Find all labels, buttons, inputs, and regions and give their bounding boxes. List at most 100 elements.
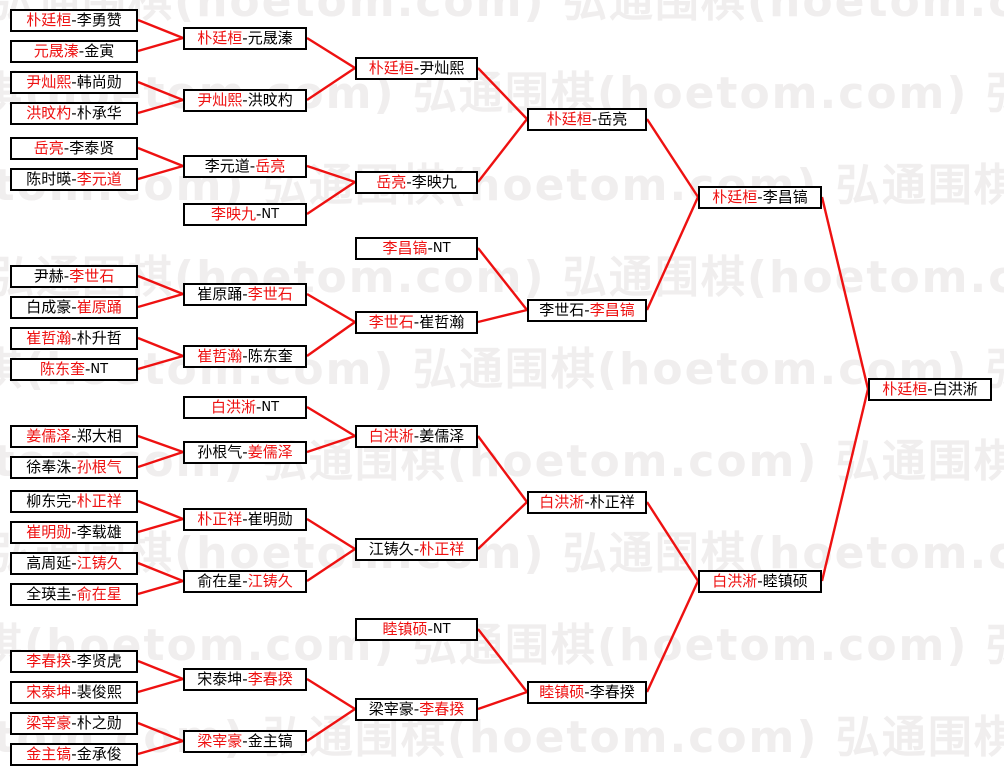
player-loser: NT <box>90 362 109 377</box>
player-loser: 睦镇硕 <box>762 572 808 590</box>
player-winner: 孙根气 <box>76 458 122 476</box>
player-loser: 尹灿熙 <box>419 59 465 77</box>
name-separator: - <box>242 285 248 303</box>
match-box[interactable]: 李映九-NT <box>183 203 307 226</box>
player-winner: 朴正祥 <box>197 510 243 528</box>
name-separator: - <box>71 745 77 763</box>
match-box[interactable]: 李世石-崔哲瀚 <box>355 311 478 334</box>
player-loser: NT <box>261 400 280 415</box>
player-winner: 白洪淅 <box>368 427 414 445</box>
name-separator: - <box>242 443 248 461</box>
player-winner: 白洪淅 <box>539 493 585 511</box>
player-winner: 崔明勋 <box>26 523 72 541</box>
match-box[interactable]: 尹灿熙-洪旼杓 <box>183 89 307 112</box>
player-winner: 梁宰豪 <box>26 714 72 732</box>
player-loser: 崔原踊 <box>197 285 243 303</box>
player-winner: 白洪淅 <box>210 398 256 416</box>
match-box[interactable]: 睦镇硕-李春揆 <box>527 681 647 704</box>
name-separator: - <box>71 585 77 603</box>
match-box[interactable]: 岳亮-李映九 <box>355 171 478 194</box>
match-box[interactable]: 朴廷桓-白洪淅 <box>868 378 992 401</box>
match-box[interactable]: 朴廷桓-李昌镐 <box>698 186 822 209</box>
match-box[interactable]: 朴正祥-崔明勋 <box>183 508 307 531</box>
player-loser: 徐奉洙 <box>26 458 72 476</box>
match-box[interactable]: 崔原踊-李世石 <box>183 283 307 306</box>
match-box[interactable]: 李世石-李昌镐 <box>527 299 647 322</box>
name-separator: - <box>584 301 590 319</box>
match-box[interactable]: 陈时暎-李元道 <box>10 168 138 191</box>
match-box[interactable]: 陈东奎-NT <box>10 358 138 381</box>
player-loser: 全瑛圭 <box>26 585 72 603</box>
player-loser: 金主镐 <box>247 732 293 750</box>
match-box[interactable]: 白洪淅-朴正祥 <box>527 491 647 514</box>
player-winner: 朴廷桓 <box>197 29 243 47</box>
player-loser: 孙根气 <box>197 443 243 461</box>
player-winner: 洪旼杓 <box>26 104 72 122</box>
match-box[interactable]: 睦镇硕-NT <box>355 618 478 641</box>
player-loser: 江铸久 <box>368 540 414 558</box>
name-separator: - <box>413 540 420 558</box>
player-loser: 李贤虎 <box>76 652 122 670</box>
match-box[interactable]: 白洪淅-姜儒泽 <box>355 425 478 448</box>
player-loser: NT <box>261 207 280 222</box>
player-winner: 陈东奎 <box>39 360 85 378</box>
player-winner: 李春揆 <box>419 700 465 718</box>
match-box[interactable]: 宋泰坤-裴俊熙 <box>10 681 138 704</box>
match-box[interactable]: 李春揆-李贤虎 <box>10 650 138 673</box>
match-box[interactable]: 李元道-岳亮 <box>183 155 307 178</box>
match-box[interactable]: 尹灿熙-韩尚勋 <box>10 71 138 94</box>
player-winner: 金主镐 <box>26 745 72 763</box>
player-winner: 俞在星 <box>76 585 122 603</box>
match-box[interactable]: 李昌镐-NT <box>355 237 478 260</box>
match-box[interactable]: 宋泰坤-李春揆 <box>183 668 307 691</box>
match-box[interactable]: 金主镐-金承俊 <box>10 743 138 766</box>
player-winner: 宋泰坤 <box>26 683 72 701</box>
match-box[interactable]: 梁宰豪-朴之勋 <box>10 712 138 735</box>
match-box[interactable]: 俞在星-江铸久 <box>183 570 307 593</box>
match-box[interactable]: 高周延-江铸久 <box>10 552 138 575</box>
match-box[interactable]: 崔哲瀚-陈东奎 <box>183 345 307 368</box>
match-box[interactable]: 岳亮-李泰贤 <box>10 137 138 160</box>
match-box[interactable]: 徐奉洙-孙根气 <box>10 456 138 479</box>
name-separator: - <box>413 59 420 77</box>
player-loser: 陈时暎 <box>26 170 72 188</box>
match-box[interactable]: 崔明勋-李载雄 <box>10 521 138 544</box>
match-box[interactable]: 柳东完-朴正祥 <box>10 490 138 513</box>
name-separator: - <box>63 139 70 157</box>
match-box[interactable]: 洪旼杓-朴承华 <box>10 102 138 125</box>
match-box[interactable]: 元晟溱-金寅 <box>10 40 138 63</box>
match-box[interactable]: 朴廷桓-李勇赞 <box>10 9 138 32</box>
name-separator: - <box>757 188 763 206</box>
match-box[interactable]: 孙根气-姜儒泽 <box>183 441 307 464</box>
match-box[interactable]: 梁宰豪-李春揆 <box>355 698 478 721</box>
name-separator: - <box>584 493 590 511</box>
player-winner: 崔哲瀚 <box>197 347 243 365</box>
player-loser: 崔明勋 <box>247 510 293 528</box>
player-loser: 尹赫 <box>33 267 64 285</box>
match-box[interactable]: 朴廷桓-元晟溱 <box>183 27 307 50</box>
player-winner: 尹灿熙 <box>26 73 72 91</box>
match-box[interactable]: 姜儒泽-郑大相 <box>10 425 138 448</box>
player-winner: 李世石 <box>368 313 414 331</box>
player-winner: 李映九 <box>210 205 256 223</box>
match-box[interactable]: 朴廷桓-岳亮 <box>527 108 647 131</box>
name-separator: - <box>242 29 248 47</box>
name-separator: - <box>71 104 77 122</box>
name-separator: - <box>242 572 248 590</box>
player-winner: 朴廷桓 <box>546 110 592 128</box>
match-box[interactable]: 江铸久-朴正祥 <box>355 538 478 561</box>
match-box[interactable]: 白洪淅-睦镇硕 <box>698 570 822 593</box>
match-box[interactable]: 全瑛圭-俞在星 <box>10 583 138 606</box>
player-winner: 李世石 <box>247 285 293 303</box>
player-winner: 白洪淅 <box>712 572 758 590</box>
match-box[interactable]: 梁宰豪-金主镐 <box>183 730 307 753</box>
match-box[interactable]: 崔哲瀚-朴升哲 <box>10 327 138 350</box>
player-winner: 尹灿熙 <box>197 91 243 109</box>
match-box[interactable]: 白成豪-崔原踊 <box>10 296 138 319</box>
player-winner: 梁宰豪 <box>197 732 243 750</box>
match-box[interactable]: 尹赫-李世石 <box>10 265 138 288</box>
name-separator: - <box>242 91 248 109</box>
name-separator: - <box>406 173 412 191</box>
match-box[interactable]: 朴廷桓-尹灿熙 <box>355 57 478 80</box>
match-box[interactable]: 白洪淅-NT <box>183 396 307 419</box>
